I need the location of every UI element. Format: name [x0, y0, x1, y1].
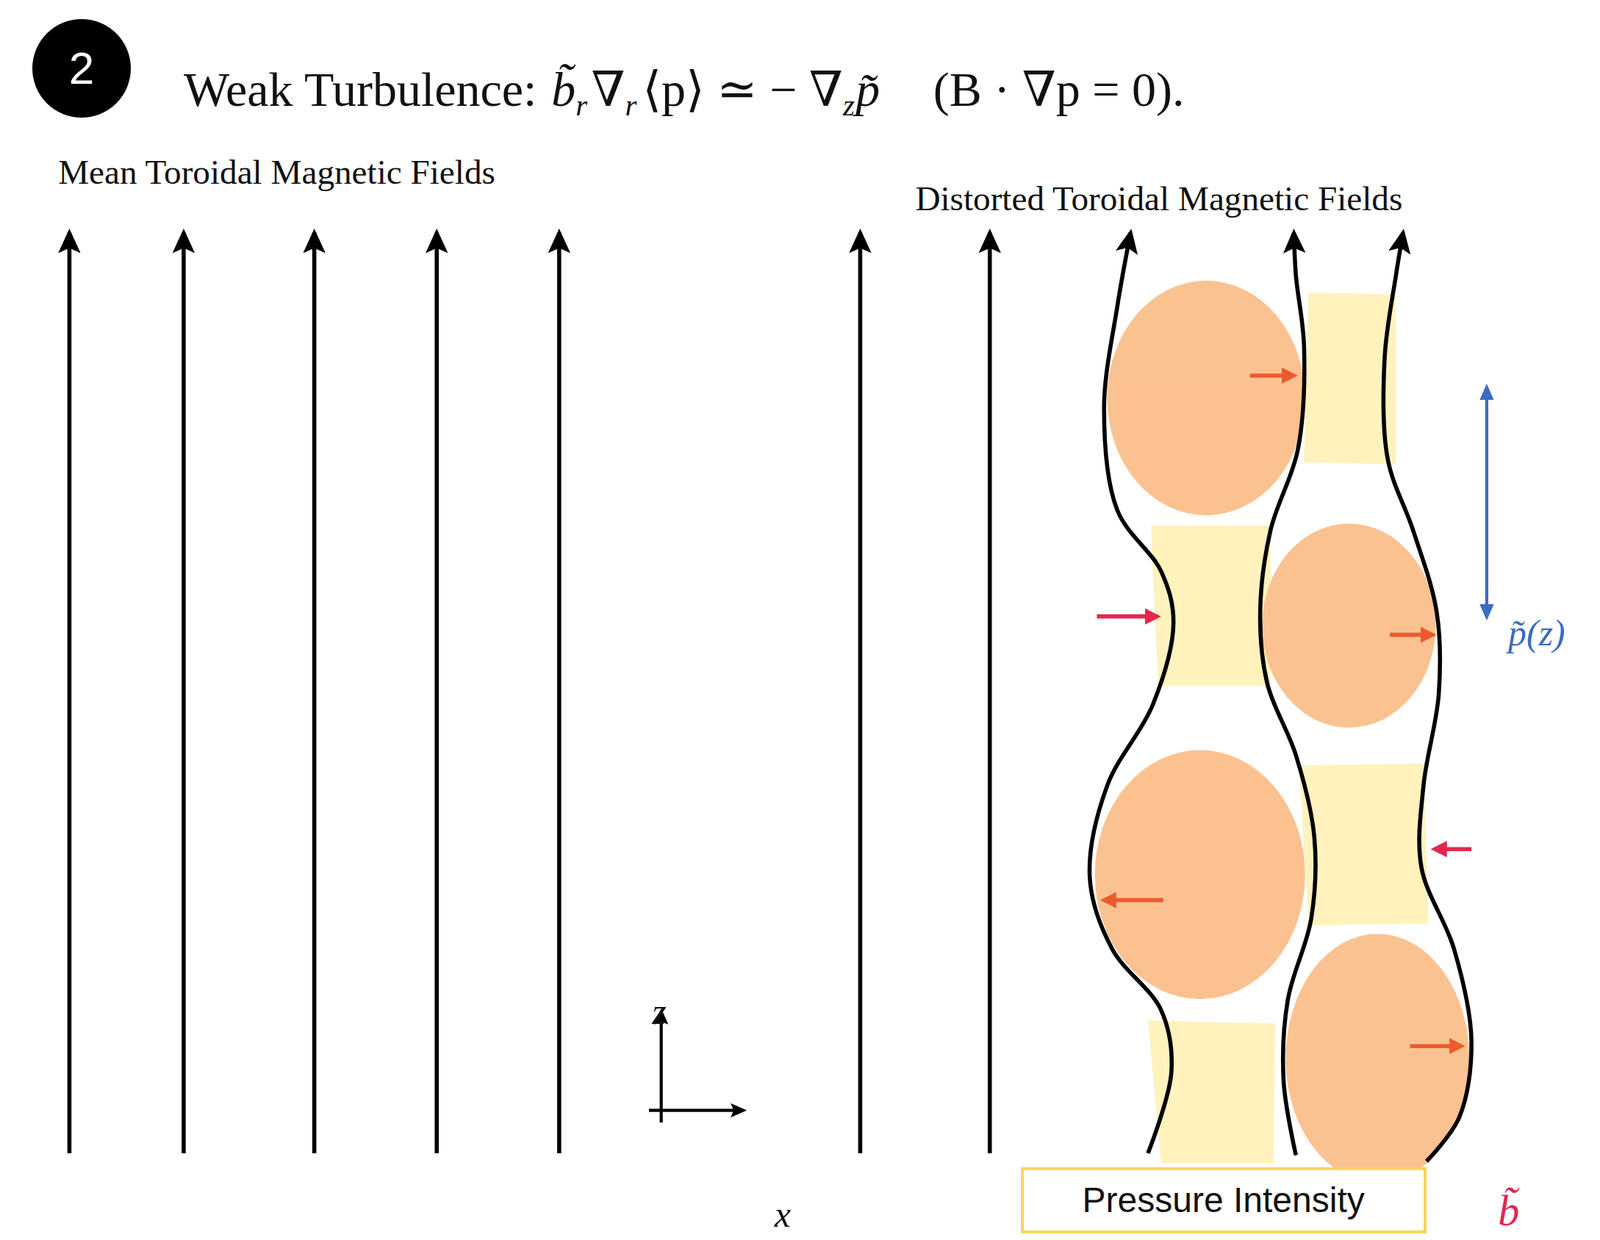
equation-term: z — [842, 88, 855, 123]
low-pressure-region — [1298, 763, 1429, 927]
distorted-field-line — [1089, 232, 1174, 1154]
field-line — [434, 232, 439, 1154]
field-line — [181, 232, 186, 1154]
axis-x — [648, 1109, 744, 1112]
perturbation-arrow — [1434, 846, 1472, 852]
field-line — [67, 232, 73, 1154]
heading-text: Weak Turbulence: — [183, 62, 537, 117]
distorted-field-lines — [1089, 232, 1473, 1162]
equation-term: p̃ — [855, 62, 880, 117]
field-line — [987, 232, 993, 1154]
distorted-field-line — [1383, 232, 1472, 1162]
equation-term: r — [625, 88, 638, 123]
perturbation-arrows — [1097, 375, 1473, 1046]
high-pressure-region — [1261, 523, 1436, 728]
high-pressure-region — [1106, 280, 1305, 516]
node-text: 2 — [69, 45, 95, 92]
equation-term: (B · ∇p = 0). — [933, 62, 1185, 117]
field-line — [858, 232, 863, 1154]
equation-term: ⟨p⟩ ≃ − ∇ — [642, 62, 843, 117]
field-line — [312, 232, 317, 1154]
legend-box: Pressure Intensity — [1020, 1167, 1427, 1234]
field-lines — [69, 232, 990, 1154]
field-perturbation-label: b̃ — [1497, 1189, 1600, 1233]
node-text: Pressure Intensity — [1082, 1180, 1365, 1220]
equation-heading: Weak Turbulence:b̃r∇r⟨p⟩ ≃ − ∇zp̃(B · ∇p… — [183, 63, 1185, 123]
high-pressure-region — [1095, 750, 1306, 1000]
panel-heading: Distorted Toroidal Magnetic Fields — [915, 181, 1600, 217]
axis-label: z — [651, 992, 1600, 1030]
field-line — [557, 232, 562, 1154]
equation-term: b̃ — [551, 62, 576, 117]
perturbation-arrow — [1410, 1043, 1462, 1049]
pressure-perturbation-label: p̃(z) — [1508, 614, 1600, 652]
distorted-field-line — [1260, 232, 1316, 1156]
perturbation-arrow — [1389, 632, 1433, 638]
perturbation-arrow — [1250, 373, 1295, 378]
equation-term: ∇ — [590, 62, 625, 117]
equation-term: r — [575, 88, 588, 123]
perturbation-arrow — [1103, 898, 1164, 903]
wavelength-arrow — [1485, 388, 1489, 617]
perturbation-arrow — [1097, 614, 1158, 619]
step-badge: 2 — [32, 19, 131, 118]
